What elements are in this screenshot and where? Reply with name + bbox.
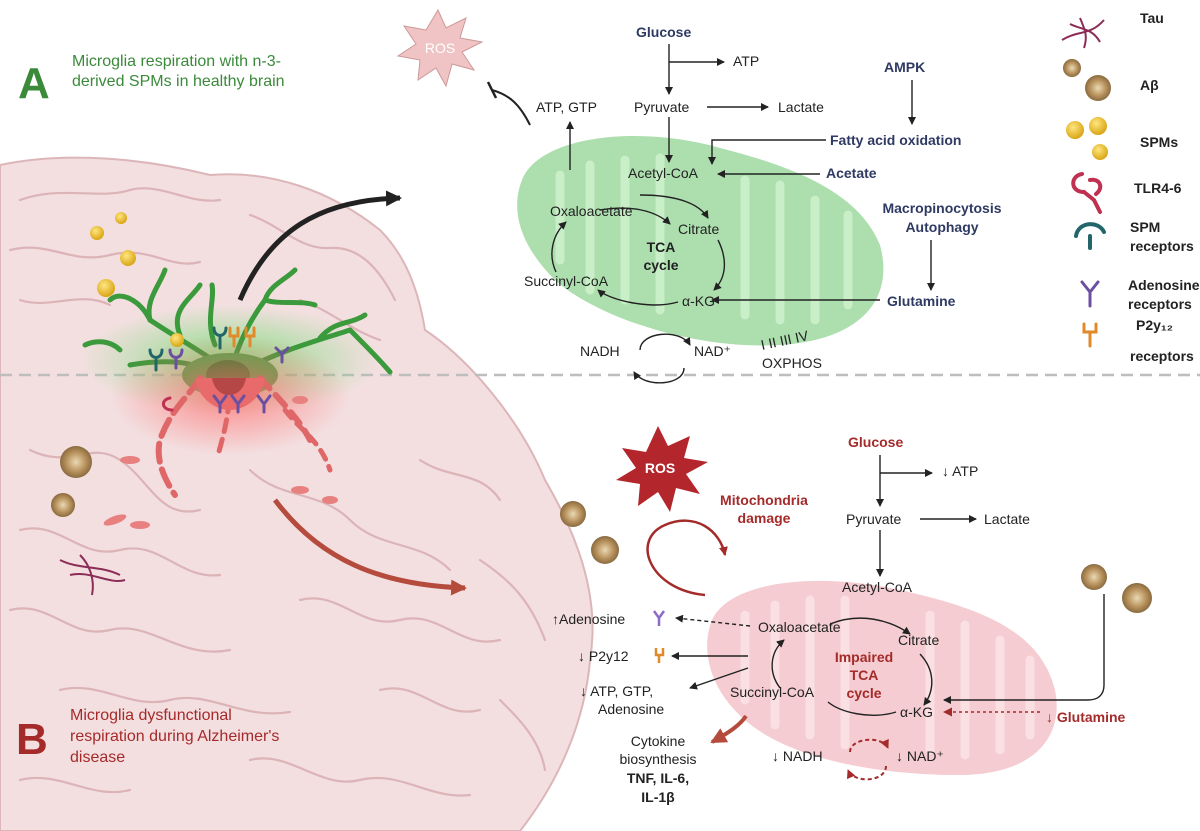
legend-p2y12-receptor-icon: [1082, 322, 1098, 348]
b-acetyl-coa: Acetyl-CoA: [842, 579, 913, 595]
arrow-to-healthy-mito: [237, 190, 402, 301]
a-glucose: Glucose: [636, 24, 691, 40]
panel-a-title-line2: derived SPMs in healthy brain: [72, 73, 285, 90]
ros-inhibit-bar: [486, 81, 498, 99]
b-cytokine-line4: IL-1β: [641, 789, 675, 805]
a-acetyl-coa: Acetyl-CoA: [628, 165, 699, 181]
panel-a-title-line1: Microglia respiration with n-3-: [72, 53, 281, 70]
a-citrate: Citrate: [678, 221, 719, 237]
a-succinyl-coa: Succinyl-CoA: [524, 273, 609, 289]
b-nad: ↓ NAD⁺: [896, 748, 944, 764]
membrane-receptors: [148, 326, 290, 414]
legend: Tau Aβ SPMs TLR4-6 SPM receptors Adenosi…: [1061, 10, 1200, 364]
b-glutamine: ↓ Glutamine: [1046, 709, 1126, 725]
a-tca-line1: TCA: [647, 239, 676, 255]
a-oxaloacetate: Oxaloacetate: [550, 203, 633, 219]
a-macropinocytosis: Macropinocytosis: [882, 200, 1001, 216]
b-succinyl-coa: Succinyl-CoA: [730, 684, 815, 700]
a-acetate: Acetate: [826, 165, 877, 181]
a-fatty-acid: Fatty acid oxidation: [830, 132, 961, 148]
b-atp-gtp-line1: ↓ ATP, GTP,: [580, 683, 653, 699]
panel-a-arrows: [551, 44, 935, 384]
legend-tau-icon: [1061, 17, 1105, 49]
legend-adenosine-receptor-icon: [1080, 280, 1100, 308]
b-impaired-line3: cycle: [846, 685, 881, 701]
legend-aden-rec-line2: receptors: [1128, 296, 1192, 312]
panel-b-title-line3: disease: [70, 749, 125, 766]
legend-p2y-rec-line1: P2y₁₂: [1136, 317, 1173, 333]
b-cytokine-line2: biosynthesis: [619, 751, 696, 767]
p2y12-receptor-icon: [654, 648, 665, 657]
ros-inhibit-line: [491, 89, 531, 126]
panel-b-letter: B: [16, 715, 48, 764]
b-akg: α-KG: [900, 704, 933, 720]
cytokine-arrow: [710, 714, 748, 744]
a-pyruvate: Pyruvate: [634, 99, 689, 115]
b-adenosine: ↑Adenosine: [552, 611, 625, 627]
legend-spms: SPMs: [1140, 134, 1178, 150]
a-atp-gtp: ATP, GTP: [536, 99, 597, 115]
ros-star-b: ROS: [616, 426, 708, 512]
ros-a-label: ROS: [425, 40, 455, 56]
legend-abeta-icon-small: [1063, 59, 1081, 77]
b-p2y12: ↓ P2y12: [578, 648, 629, 664]
legend-p2y-rec-line2: receptors: [1130, 348, 1194, 364]
adenosine-receptor-icon: [652, 610, 666, 621]
panel-b-arrows: [671, 455, 1105, 716]
legend-aden-rec-line1: Adenosine: [1128, 277, 1200, 293]
diseased-mitochondrion: [707, 580, 1057, 775]
a-nad: NAD⁺: [694, 343, 731, 359]
panel-b-title-line2: respiration during Alzheimer's: [70, 728, 279, 745]
b-cytokine-line3: TNF, IL-6,: [627, 770, 689, 786]
a-nadh: NADH: [580, 343, 620, 359]
nadh-cycle-top: [849, 738, 889, 753]
a-oxphos: OXPHOS: [762, 355, 822, 371]
panel-b-abeta-plaques: [560, 501, 1152, 613]
b-oxaloacetate: Oxaloacetate: [758, 619, 841, 635]
a-glutamine: Glutamine: [887, 293, 956, 309]
b-lactate: Lactate: [984, 511, 1030, 527]
legend-abeta-icon: [1085, 75, 1111, 101]
a-ampk: AMPK: [884, 59, 925, 75]
brain-tau-tangle: [59, 554, 126, 596]
ros-star-a: ROS: [396, 8, 484, 88]
b-impaired-line1: Impaired: [835, 649, 893, 665]
legend-abeta: Aβ: [1140, 77, 1159, 93]
ros-b-label: ROS: [645, 460, 675, 476]
b-glucose: Glucose: [848, 434, 903, 450]
legend-spms-icon: [1066, 117, 1108, 160]
legend-spm-receptor-icon: [1074, 222, 1106, 250]
b-atp: ↓ ATP: [942, 463, 978, 479]
b-citrate: Citrate: [898, 632, 939, 648]
mito-damage-cycle-arrow: [646, 519, 728, 597]
spm-particles: [90, 212, 184, 347]
healthy-mitochondrion: [517, 136, 884, 346]
a-autophagy: Autophagy: [905, 219, 978, 235]
panel-b-title-line1: Microglia dysfunctional: [70, 707, 232, 724]
arrow-to-diseased-mito: [273, 498, 467, 596]
b-impaired-line2: TCA: [850, 667, 879, 683]
a-akg: α-KG: [682, 293, 715, 309]
b-atp-gtp-line2: Adenosine: [598, 701, 664, 717]
b-mito-damage-line2: damage: [738, 510, 791, 526]
legend-spm-rec-line2: receptors: [1130, 238, 1194, 254]
legend-spm-rec-line1: SPM: [1130, 219, 1160, 235]
b-nadh: ↓ NADH: [772, 748, 823, 764]
a-lactate: Lactate: [778, 99, 824, 115]
legend-tlr: TLR4-6: [1134, 180, 1182, 196]
b-cytokine-line1: Cytokine: [631, 733, 686, 749]
panel-a-letter: A: [18, 59, 50, 108]
a-tca-line2: cycle: [643, 257, 678, 273]
nadh-cycle-bottom: [847, 765, 887, 781]
legend-tlr-icon: [1071, 172, 1103, 214]
a-atp: ATP: [733, 53, 759, 69]
b-mito-damage-line1: Mitochondria: [720, 492, 808, 508]
brain-abeta-plaques: [51, 446, 92, 517]
b-pyruvate: Pyruvate: [846, 511, 901, 527]
legend-tau: Tau: [1140, 10, 1164, 26]
diseased-microglia: [103, 335, 350, 529]
